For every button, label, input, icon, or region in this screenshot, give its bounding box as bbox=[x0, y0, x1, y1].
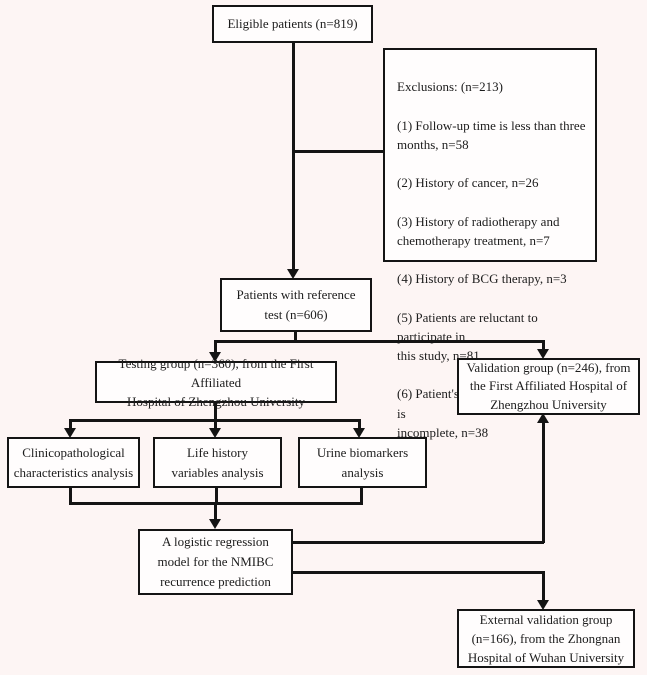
arrowhead-into-validation-bottom bbox=[537, 413, 549, 423]
arrowhead-into-life bbox=[209, 428, 221, 438]
arrowhead-into-logistic bbox=[209, 519, 221, 529]
arrowhead-into-reference bbox=[287, 269, 299, 279]
exclusion-item: (4) History of BCG therapy, n=3 bbox=[397, 271, 567, 287]
connector-to-logistic bbox=[214, 502, 217, 519]
box-urine-biomarkers-analysis: Urine biomarkers analysis bbox=[298, 437, 427, 488]
exclusion-item: (3) History of radiotherapy and chemothe… bbox=[397, 213, 560, 248]
box-testing-group: Testing group (n=360), from the First Af… bbox=[95, 356, 337, 409]
connector-urine-out bbox=[360, 487, 363, 504]
connector-to-clinico bbox=[69, 419, 72, 429]
connector-to-life bbox=[214, 419, 217, 429]
connector-testing-out bbox=[214, 402, 217, 420]
box-external-validation-group: External validation group (n=166), from … bbox=[457, 609, 635, 668]
exclusions-title: Exclusions: (n=213) bbox=[397, 79, 503, 95]
box-clinicopathological-analysis: Clinicopathological characteristics anal… bbox=[7, 437, 140, 488]
arrowhead-into-clinico bbox=[64, 428, 76, 438]
arrowhead-into-testing bbox=[209, 352, 221, 362]
connector-logistic-to-validation-vertical bbox=[542, 423, 545, 543]
arrowhead-into-external bbox=[537, 600, 549, 610]
box-exclusions: Exclusions: (n=213) (1) Follow-up time i… bbox=[383, 48, 597, 440]
connector-to-urine bbox=[358, 419, 361, 429]
connector-logistic-to-external-horizontal bbox=[293, 571, 544, 574]
connector-to-validation bbox=[542, 340, 545, 350]
exclusion-item: (2) History of cancer, n=26 bbox=[397, 175, 539, 191]
connector-to-testing bbox=[214, 340, 217, 353]
connector-logistic-to-validation-horizontal bbox=[293, 541, 544, 544]
box-eligible-patients: Eligible patients (n=819) bbox=[212, 5, 373, 43]
box-life-history-analysis: Life history variables analysis bbox=[153, 437, 282, 488]
connector-eligible-to-reference bbox=[292, 42, 295, 269]
box-validation-group: Validation group (n=246), from the First… bbox=[457, 358, 640, 415]
connector-logistic-to-external-vertical bbox=[542, 571, 545, 601]
box-logistic-regression-model: A logistic regression model for the NMIB… bbox=[138, 529, 293, 595]
exclusion-item: (1) Follow-up time is less than three mo… bbox=[397, 117, 586, 152]
connector-reference-out bbox=[294, 331, 297, 342]
arrowhead-into-validation bbox=[537, 349, 549, 359]
connector-clinico-out bbox=[69, 487, 72, 504]
connector-life-out bbox=[215, 487, 218, 504]
connector-split-horizontal bbox=[214, 340, 544, 343]
arrowhead-into-urine bbox=[353, 428, 365, 438]
connector-to-exclusions bbox=[292, 150, 383, 153]
box-reference-test: Patients with reference test (n=606) bbox=[220, 278, 372, 332]
exclusion-item: (5) Patients are reluctant to participat… bbox=[397, 309, 538, 364]
